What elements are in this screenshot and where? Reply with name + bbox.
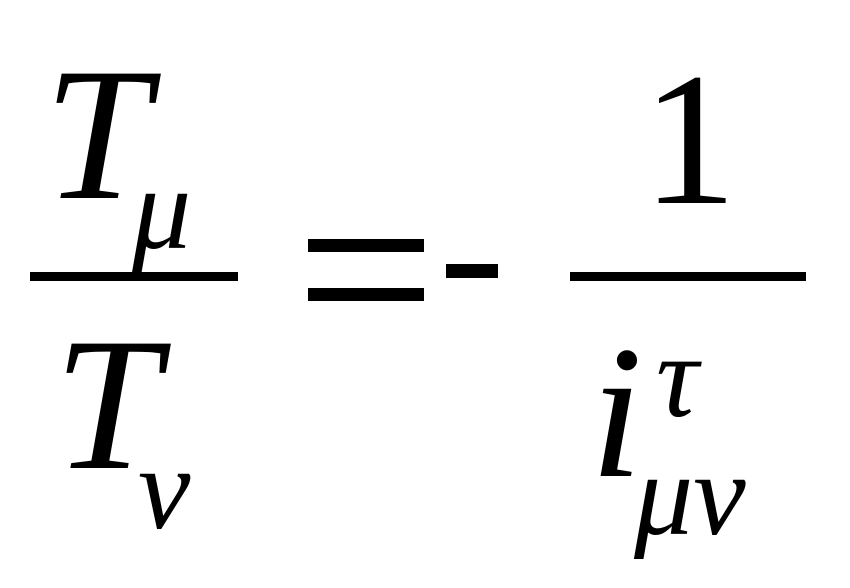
left-denominator-base: T [54, 300, 160, 510]
right-numerator: 1 [642, 35, 737, 245]
left-numerator-subscript: μ [132, 143, 192, 274]
right-fraction-bar [570, 272, 806, 281]
equals-bottom-bar [308, 288, 424, 301]
left-fraction-bar [30, 272, 238, 281]
left-numerator-base: T [44, 30, 150, 240]
equals-sign-text: = [0, 0, 1, 1]
minus-bar [446, 264, 498, 278]
minus-sign-text: - [0, 0, 1, 1]
right-denominator-superscript: τ [656, 311, 699, 442]
right-denominator-subscript: μν [634, 429, 746, 560]
left-denominator-subscript: ν [138, 423, 191, 554]
equals-top-bar [308, 239, 424, 252]
right-denominator-base: i [590, 308, 643, 518]
